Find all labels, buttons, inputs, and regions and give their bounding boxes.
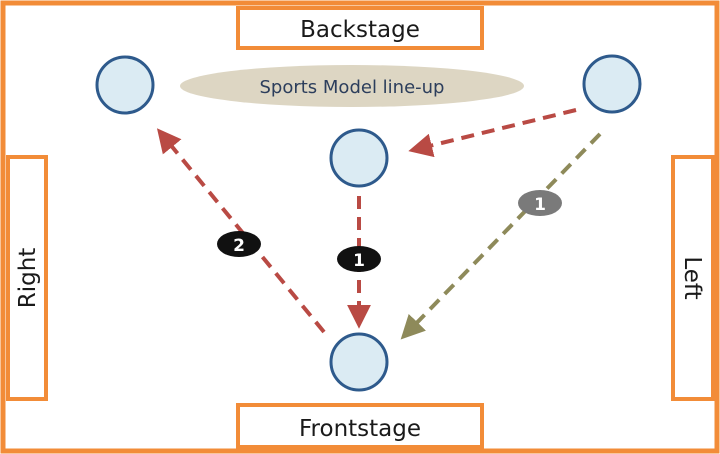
model-position-top-left xyxy=(95,55,155,115)
right-wing-box: Right xyxy=(6,155,48,401)
frontstage-box: Frontstage xyxy=(236,403,484,449)
lineup-ellipse: Sports Model line-up xyxy=(180,65,524,107)
backstage-box: Backstage xyxy=(236,6,484,50)
frontstage-label: Frontstage xyxy=(299,416,421,442)
left-wing-box: Left xyxy=(671,155,715,401)
step-badge-center-path: 1 xyxy=(337,246,381,272)
left-wing-label: Left xyxy=(679,256,705,299)
svg-text:1: 1 xyxy=(353,251,365,271)
model-position-top-right xyxy=(582,54,642,114)
svg-text:1: 1 xyxy=(534,195,546,215)
backstage-label: Backstage xyxy=(300,17,420,43)
right-wing-label: Right xyxy=(15,248,41,309)
model-position-center xyxy=(329,128,389,188)
arrow-top-right-to-center xyxy=(408,108,577,158)
step-badge-right-path: 1 xyxy=(518,190,562,216)
step-badge-left-path: 2 xyxy=(217,231,261,257)
svg-text:2: 2 xyxy=(233,236,245,256)
lineup-label: Sports Model line-up xyxy=(259,77,444,98)
model-position-front xyxy=(329,332,389,392)
arrow-top-right-to-front xyxy=(400,132,602,340)
